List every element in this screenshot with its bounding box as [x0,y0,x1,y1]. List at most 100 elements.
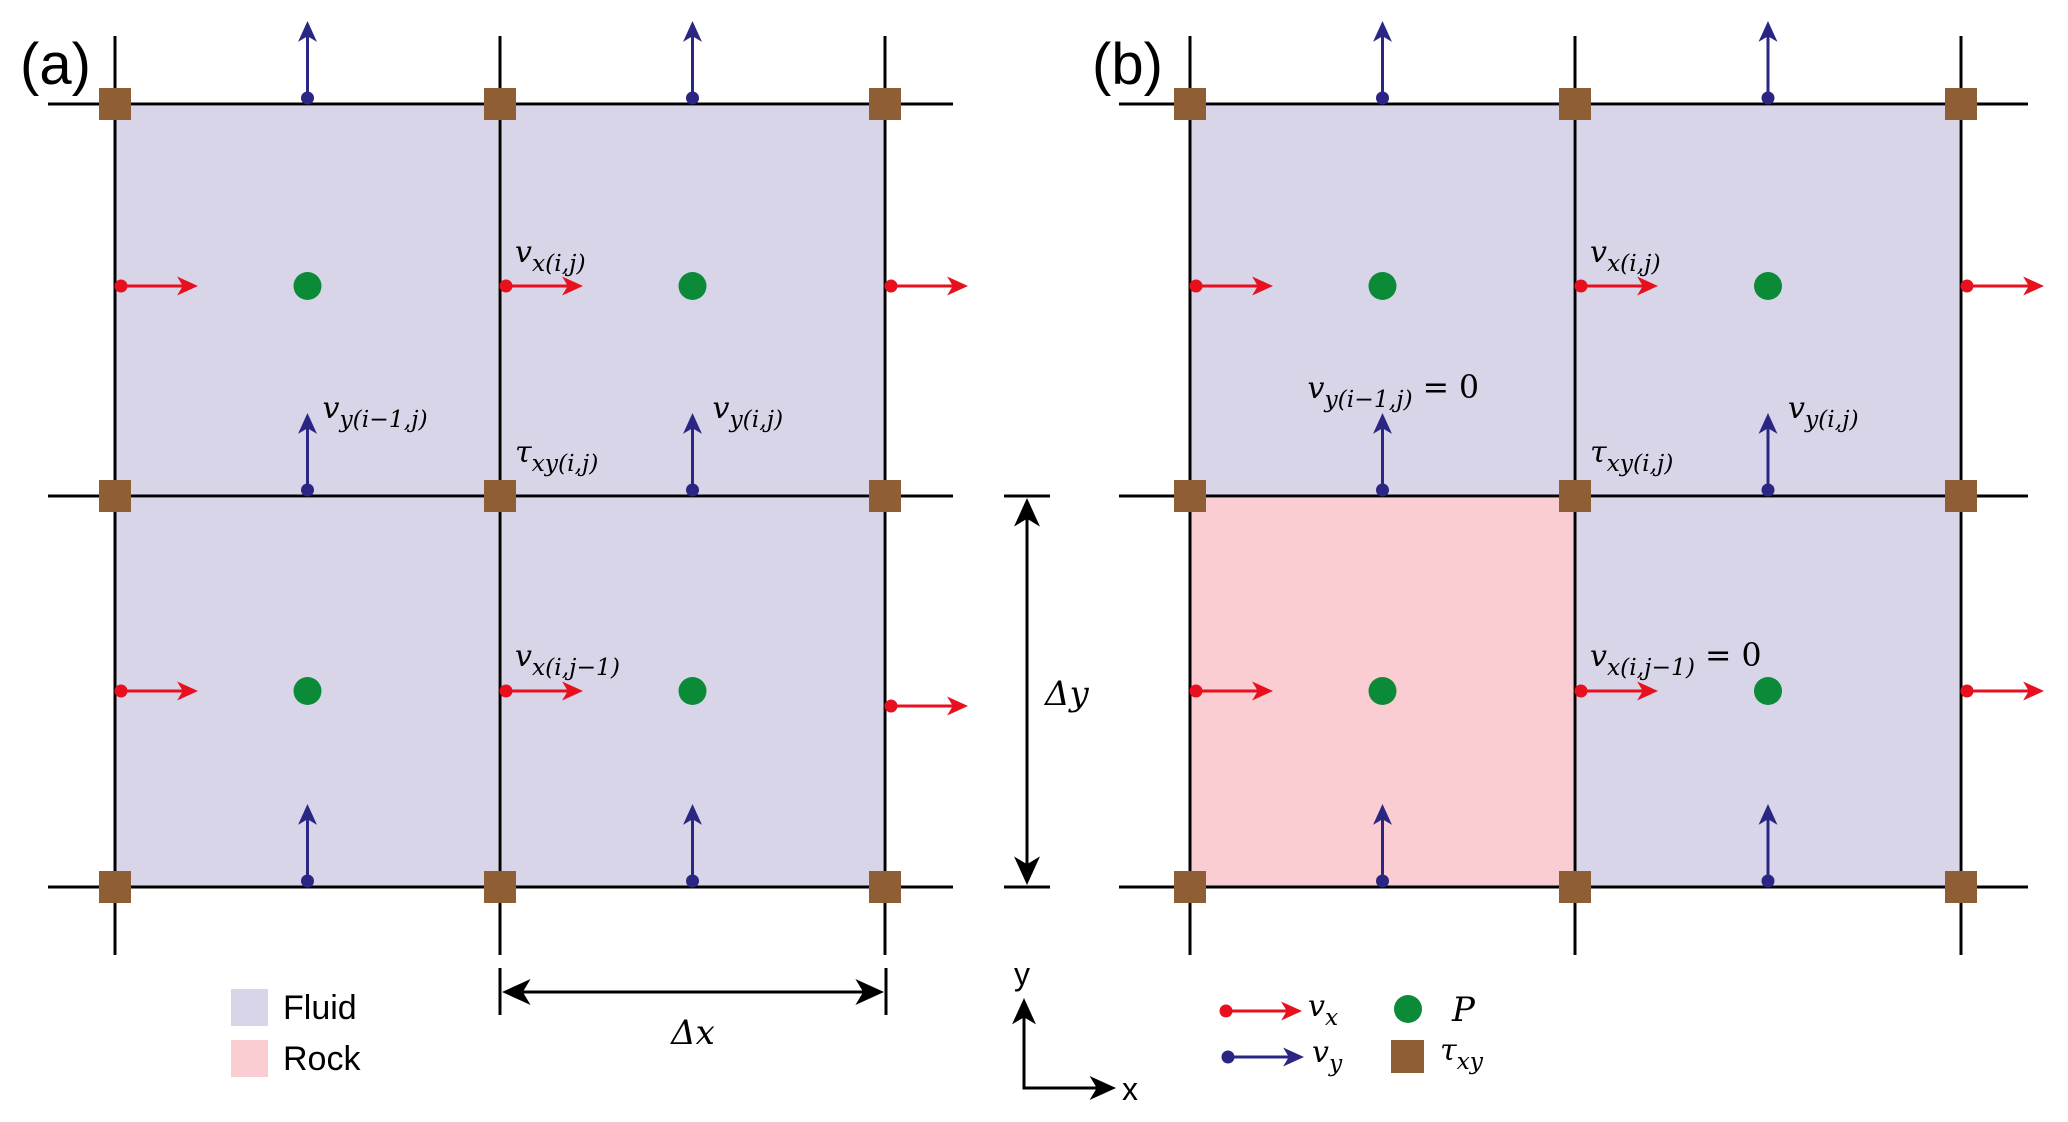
shear-stress-square [99,480,131,512]
shear-stress-square [869,88,901,120]
vx-arrow [1574,276,1658,296]
shear-stress-square [1559,480,1591,512]
vy-arrow [298,413,317,497]
vy-arrow [683,804,702,888]
label-vx-ij: vx(i,j) [515,235,586,277]
vy-arrow [683,413,702,497]
vx-arrowhead [947,696,968,716]
vy-origin-dot [301,483,314,497]
label-base: v [1590,235,1607,270]
vx-arrow [1189,681,1273,701]
legend-pressure-dot-icon [1394,995,1422,1023]
vy-origin-dot [1761,91,1775,105]
vy-arrowhead [298,413,317,434]
pressure-dot [1754,677,1782,705]
dimension-dy: Δy [1004,494,1090,889]
legend-vx-arrowhead-icon [1281,1001,1302,1021]
shear-stress-square [484,88,516,120]
x-axis-arrowhead-icon [1089,1076,1116,1100]
label-vy-ij: vy(i,j) [713,391,784,433]
label-base: τ [515,435,532,470]
vx-arrowhead [1252,276,1273,296]
vx-origin-dot [884,279,898,293]
shear-stress-square [484,871,516,903]
shear-stress-square [1559,88,1591,120]
panel-label: (b) [1092,32,1163,97]
label-base: P [1451,990,1476,1030]
vx-origin-dot [1960,279,1974,293]
vy-origin-dot [1761,483,1775,497]
vx-arrow [1960,681,2044,701]
vx-arrowhead [177,276,198,296]
vy-arrowhead [683,21,702,42]
vy-arrow [1373,21,1392,105]
label-vx-ijm1-zero: vx(i,j−1) = 0 [1590,638,1762,681]
label-suffix: = 0 [1695,638,1761,674]
label-base: v [515,235,532,270]
vy-arrow [1758,413,1778,497]
vx-origin-dot [1189,279,1203,293]
vx-arrow [114,276,198,296]
vy-origin-dot [686,874,699,888]
shear-stress-square [99,88,131,120]
legend-item-shear-stress: τxy [1391,1033,1484,1075]
vx-arrowhead [562,276,583,296]
panel-b: (b)vx(i,j)vy(i−1,j) = 0vy(i,j)τxy(i,j)vx… [1092,21,2044,955]
vx-arrowhead [177,681,198,701]
vx-origin-dot [1574,279,1588,293]
label-base: v [1308,989,1325,1024]
legend-vx-label: vx [1308,989,1338,1031]
vy-origin-dot [1376,483,1389,497]
vx-arrowhead [1252,681,1273,701]
label-base: v [323,391,340,426]
vy-origin-dot [686,91,699,105]
vx-arrowhead [1637,681,1658,701]
vx-arrow [1189,276,1273,296]
label-subscript: xy [1457,1047,1484,1075]
label-vy-im1j: vy(i−1,j) [323,391,428,433]
pressure-dot [1754,272,1782,300]
label-vx-ijm1: vx(i,j−1) [515,639,620,681]
label-base: τ [1590,435,1607,470]
vy-arrowhead [1758,413,1778,434]
label-tau-xy-ij: τxy(i,j) [515,435,598,477]
shear-stress-square [869,480,901,512]
y-axis-label: y [1014,956,1030,992]
y-axis-arrowhead-icon [1012,998,1036,1025]
vx-origin-dot [499,279,513,293]
vx-origin-dot [1960,684,1974,698]
legend-vy-arrowhead-icon [1283,1047,1304,1067]
vy-arrow [298,21,317,105]
vy-arrowhead [683,413,702,434]
vy-arrow [1758,804,1778,888]
vx-arrow [884,276,968,296]
pressure-dot [678,272,707,300]
vy-arrow [1758,21,1778,105]
vy-arrowhead [1373,413,1392,434]
label-base: τ [1440,1033,1457,1068]
dy-arrowhead-top [1014,498,1040,527]
vy-arrowhead [1758,804,1778,825]
label-base: v [1312,1035,1329,1070]
vx-arrow [499,276,583,296]
pressure-dot [1368,272,1397,300]
dimension-dx: Δx [498,968,888,1053]
dy-label: Δy [1043,674,1090,714]
material-legend-label: Rock [283,1040,361,1078]
label-subscript: y(i−1,j) [1323,385,1412,413]
vx-arrowhead [2023,276,2044,296]
vy-arrow [1373,413,1392,497]
legend-vx-dot [1219,1004,1233,1018]
legend-vy-label: vy [1312,1035,1343,1077]
vx-arrowhead [562,681,583,701]
shear-stress-square [484,480,516,512]
vx-origin-dot [499,684,513,698]
vy-origin-dot [1761,874,1775,888]
dy-arrowhead-bottom [1014,856,1040,885]
material-swatch-rock [231,1040,268,1077]
vy-arrow [298,804,317,888]
shear-stress-square [99,871,131,903]
label-subscript: x [1325,1003,1338,1031]
material-legend-item: Fluid [231,989,357,1027]
